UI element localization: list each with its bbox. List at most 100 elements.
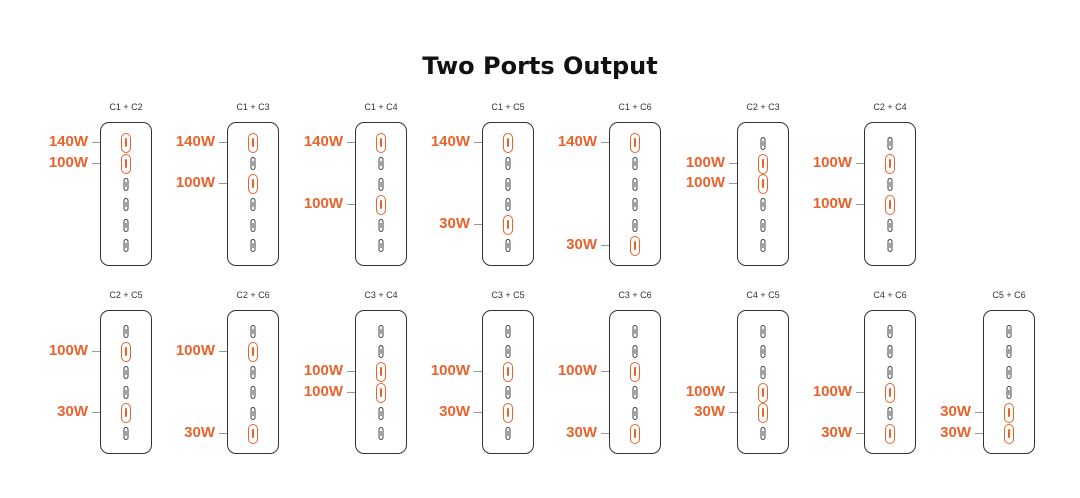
- watt-label: 140W: [175, 133, 215, 150]
- combo-label: C1 + C6: [618, 102, 652, 112]
- usb-c-port-icon: [378, 177, 384, 191]
- watt-label: 100W: [557, 362, 597, 379]
- usb-c-port-icon: [885, 194, 895, 215]
- usb-c-port-icon: [123, 386, 129, 399]
- usb-c-port-icon: [760, 365, 766, 379]
- watt-label: 30W: [821, 423, 852, 441]
- usb-c-port-icon: [758, 174, 768, 194]
- combo-label: C3 + C4: [364, 290, 398, 300]
- watt-label: 30W: [439, 403, 470, 420]
- watt-label: 100W: [303, 362, 343, 379]
- usb-c-port-icon: [885, 153, 895, 174]
- usb-c-port-icon: [250, 406, 256, 420]
- usb-c-port-icon: [887, 345, 893, 358]
- watt-label: 30W: [694, 403, 725, 420]
- combo-label: C1 + C4: [364, 102, 398, 112]
- usb-c-port-icon: [378, 218, 384, 232]
- usb-c-port-icon: [503, 362, 513, 382]
- usb-c-port-icon: [760, 427, 766, 440]
- watt-label: 100W: [812, 382, 852, 400]
- usb-c-port-icon: [378, 239, 384, 252]
- watt-label: 30W: [439, 215, 470, 232]
- usb-c-port-icon: [378, 345, 384, 358]
- combo-label: C2 + C4: [873, 102, 907, 112]
- watt-label: 100W: [812, 153, 852, 171]
- charger-body: [737, 310, 789, 454]
- combo-label: C2 + C3: [746, 102, 780, 112]
- usb-c-port-icon: [630, 235, 640, 256]
- usb-c-port-icon: [248, 133, 258, 153]
- combo-label: C3 + C6: [618, 290, 652, 300]
- usb-c-port-icon: [1006, 386, 1012, 399]
- combo-label: C5 + C6: [992, 290, 1026, 300]
- watt-label: 30W: [184, 423, 215, 441]
- usb-c-port-icon: [632, 218, 638, 232]
- usb-c-port-icon: [1004, 423, 1014, 444]
- usb-c-port-icon: [632, 386, 638, 399]
- usb-c-port-icon: [1004, 403, 1014, 423]
- usb-c-port-icon: [887, 218, 893, 232]
- usb-c-port-icon: [250, 198, 256, 211]
- watt-label: 100W: [303, 194, 343, 212]
- usb-c-port-icon: [121, 153, 131, 174]
- watt-label: 100W: [48, 341, 88, 359]
- usb-c-port-icon: [760, 345, 766, 358]
- usb-c-port-icon: [123, 324, 129, 338]
- combo-label: C2 + C5: [109, 290, 143, 300]
- usb-c-port-icon: [760, 136, 766, 150]
- usb-c-port-icon: [121, 341, 131, 362]
- usb-c-port-icon: [885, 423, 895, 444]
- usb-c-port-icon: [760, 198, 766, 211]
- usb-c-port-icon: [632, 345, 638, 358]
- usb-c-port-icon: [632, 324, 638, 338]
- usb-c-port-icon: [376, 194, 386, 215]
- combo-label: C1 + C3: [236, 102, 270, 112]
- usb-c-port-icon: [250, 386, 256, 399]
- charger-body: [227, 310, 279, 454]
- charger-body: [983, 310, 1035, 454]
- usb-c-port-icon: [123, 218, 129, 232]
- usb-c-port-icon: [630, 423, 640, 444]
- usb-c-port-icon: [250, 157, 256, 170]
- usb-c-port-icon: [250, 324, 256, 338]
- usb-c-port-icon: [887, 177, 893, 191]
- usb-c-port-icon: [505, 324, 511, 338]
- charger-body: [609, 310, 661, 454]
- usb-c-port-icon: [503, 215, 513, 235]
- usb-c-port-icon: [503, 133, 513, 153]
- watt-label: 100W: [430, 362, 470, 379]
- usb-c-port-icon: [887, 136, 893, 150]
- charger-body: [355, 310, 407, 454]
- charger-body: [100, 122, 152, 266]
- usb-c-port-icon: [505, 177, 511, 191]
- usb-c-port-icon: [248, 174, 258, 194]
- usb-c-port-icon: [121, 133, 131, 153]
- watt-label: 100W: [812, 194, 852, 212]
- usb-c-port-icon: [632, 177, 638, 191]
- usb-c-port-icon: [632, 198, 638, 211]
- usb-c-port-icon: [123, 365, 129, 379]
- watt-label: 100W: [48, 153, 88, 171]
- combo-label: C4 + C6: [873, 290, 907, 300]
- watt-label: 30W: [57, 403, 88, 420]
- watt-label: 100W: [303, 382, 343, 400]
- combo-label: C1 + C2: [109, 102, 143, 112]
- usb-c-port-icon: [505, 157, 511, 170]
- charger-body: [227, 122, 279, 266]
- usb-c-port-icon: [632, 406, 638, 420]
- usb-c-port-icon: [121, 403, 131, 423]
- charger-body: [482, 310, 534, 454]
- usb-c-port-icon: [1006, 345, 1012, 358]
- usb-c-port-icon: [250, 365, 256, 379]
- usb-c-port-icon: [630, 362, 640, 382]
- usb-c-port-icon: [758, 403, 768, 423]
- usb-c-port-icon: [248, 423, 258, 444]
- usb-c-port-icon: [758, 153, 768, 174]
- usb-c-port-icon: [376, 362, 386, 382]
- watt-label: 100W: [175, 174, 215, 191]
- charger-body: [864, 122, 916, 266]
- combo-label: C3 + C5: [491, 290, 525, 300]
- usb-c-port-icon: [123, 177, 129, 191]
- usb-c-port-icon: [123, 239, 129, 252]
- usb-c-port-icon: [376, 382, 386, 403]
